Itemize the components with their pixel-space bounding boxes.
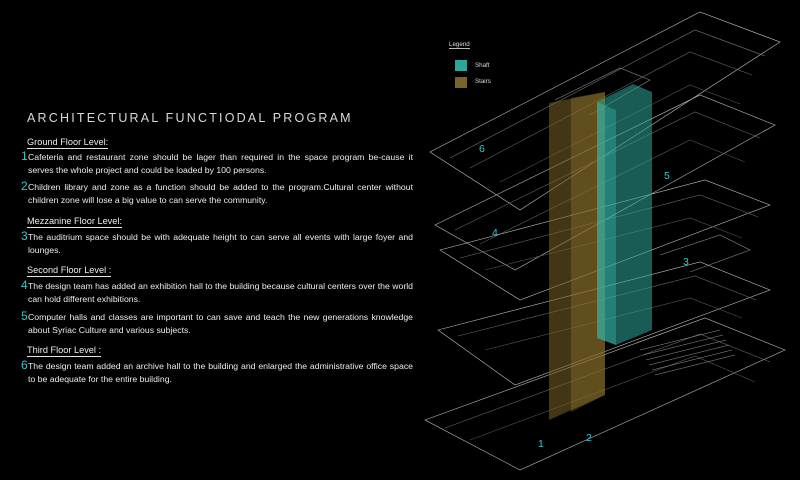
legend-label-stairs: Stairs [475,78,491,85]
level-heading-third: Third Floor Level : [27,345,102,357]
shaft-column-face [597,102,616,345]
program-item-3: 3 The auditrium space should be with ade… [21,229,413,256]
item-text: The auditrium space should be with adequ… [28,232,413,255]
item-number: 1 [21,149,28,163]
item-text: Computer halls and classes are important… [28,312,413,335]
legend-swatch-stairs [455,77,467,88]
item-text: Cafeteria and restaurant zone should be … [28,152,413,175]
legend-swatch-shaft [455,60,467,71]
shaft-column [597,84,652,345]
program-item-4: 4 The design team has added an exhibitio… [21,278,413,305]
stairs-column-side [571,92,605,412]
legend-label-shaft: Shaft [475,62,490,69]
item-number: 5 [21,309,28,323]
diagram-label-6: 6 [479,143,485,155]
diagram-label-5: 5 [664,170,670,182]
level-heading-second: Second Floor Level : [27,265,112,277]
diagram-label-2: 2 [586,432,592,444]
page-title: ARCHITECTURAL FUNCTIODAL PROGRAM [27,111,353,125]
program-item-6: 6 The design team added an archive hall … [21,358,413,385]
item-text: The design team has added an exhibition … [28,281,413,304]
legend-title: Legend [449,41,470,49]
program-item-1: 1 Cafeteria and restaurant zone should b… [21,149,413,176]
diagram-label-1: 1 [538,438,544,450]
level-heading-mezzanine: Mezzanine Floor Level: [27,216,122,228]
program-item-2: 2 Children library and zone as a functio… [21,179,413,206]
item-text: Children library and zone as a function … [28,182,413,205]
item-number: 2 [21,179,28,193]
item-number: 6 [21,358,28,372]
item-number: 3 [21,229,28,243]
item-text: The design team added an archive hall to… [28,361,413,384]
floor-plate-ground [424,317,786,471]
item-number: 4 [21,278,28,292]
stairs-column [549,92,605,420]
auditorium-seating [639,329,736,376]
program-item-5: 5 Computer halls and classes are importa… [21,309,413,336]
diagram-label-4: 4 [492,227,498,239]
diagram-label-3: 3 [683,256,689,268]
level-heading-ground: Ground Floor Level: [27,137,109,149]
